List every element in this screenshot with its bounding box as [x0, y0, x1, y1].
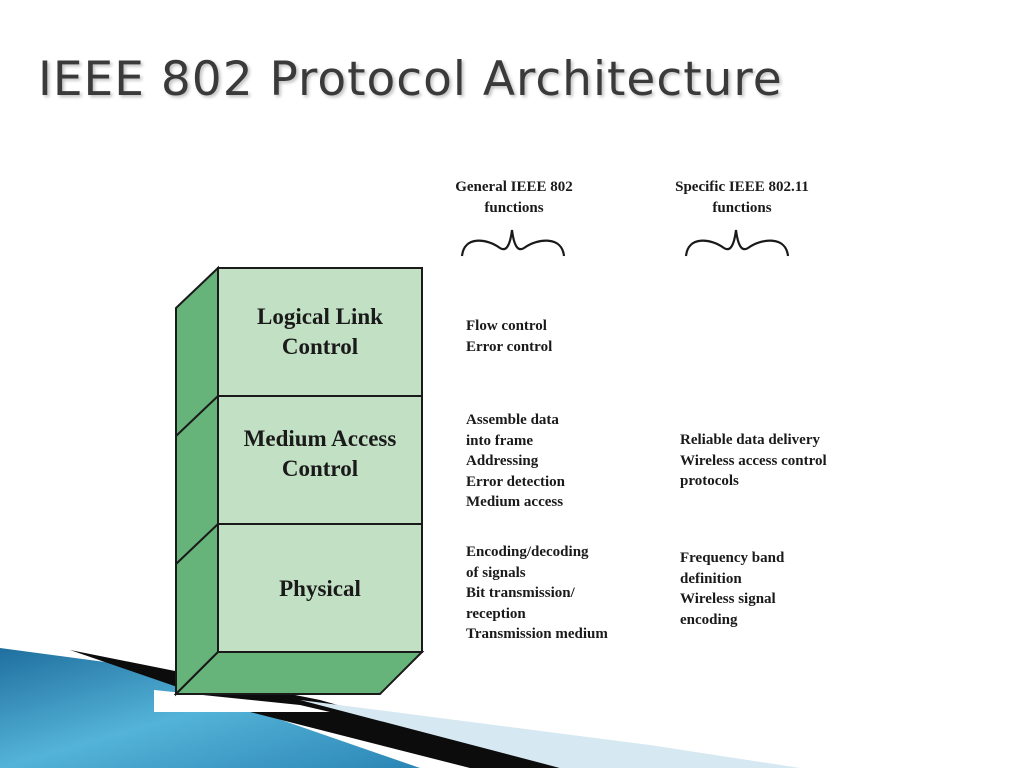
layer-mac-label: Medium Access Control — [218, 424, 422, 484]
layer-mac-label-line-2: Control — [281, 456, 359, 481]
layer-physical-label: Physical — [218, 574, 422, 604]
function-item: Transmission medium — [466, 626, 608, 643]
function-item: definition — [680, 570, 742, 587]
function-item: Addressing — [466, 453, 539, 470]
physical-specific-functions: Frequency band definition Wireless signa… — [680, 548, 784, 630]
slide-title: IEEE 802 Protocol Architecture — [38, 52, 783, 107]
layer-mac-label-line-1: Medium Access — [243, 426, 397, 451]
layer-llc-label-line-1: Logical Link — [257, 304, 383, 329]
specific-functions-header: Specific IEEE 802.11 functions — [662, 177, 822, 219]
layer-llc-label-line-2: Control — [281, 334, 359, 359]
function-item: Encoding/decoding — [466, 544, 589, 560]
specific-header-line-2: functions — [712, 200, 772, 216]
function-item: Medium access — [466, 494, 564, 511]
layer-physical-label-line-1: Physical — [279, 576, 361, 601]
function-item: Error control — [466, 338, 553, 355]
function-item: into frame — [466, 432, 534, 449]
side-divider-2 — [175, 523, 219, 565]
curly-brace-icon — [460, 229, 566, 257]
curly-brace-icon — [684, 229, 790, 257]
function-item: Frequency band — [680, 550, 785, 566]
white-panel-edge — [154, 690, 330, 712]
function-item: reception — [466, 605, 526, 622]
general-header-line-1: General IEEE 802 — [455, 179, 573, 195]
function-item: of signals — [466, 564, 526, 581]
function-item: Flow control — [466, 318, 547, 334]
layer-mac-box — [217, 395, 423, 525]
layer-physical-box — [217, 523, 423, 653]
general-functions-header: General IEEE 802 functions — [444, 177, 584, 219]
light-swoosh — [300, 700, 800, 768]
function-item: encoding — [680, 611, 738, 628]
function-item: protocols — [680, 473, 739, 490]
specific-header-line-1: Specific IEEE 802.11 — [675, 179, 809, 195]
physical-general-functions: Encoding/decoding of signals Bit transmi… — [466, 542, 608, 645]
layer-llc-label: Logical Link Control — [218, 302, 422, 362]
stack-left-side — [175, 265, 219, 697]
function-item: Bit transmission/ — [466, 585, 575, 602]
function-item: Wireless signal — [680, 591, 776, 608]
function-item: Wireless access control — [680, 452, 827, 469]
mac-general-functions: Assemble data into frame Addressing Erro… — [466, 410, 565, 513]
layer-llc-box — [217, 267, 423, 397]
general-header-line-2: functions — [484, 200, 544, 216]
function-item: Reliable data delivery — [680, 432, 820, 448]
llc-general-functions: Flow control Error control — [466, 316, 552, 357]
stack-bottom-face — [173, 651, 425, 695]
side-divider-1 — [175, 395, 219, 437]
mac-specific-functions: Reliable data delivery Wireless access c… — [680, 430, 827, 492]
function-item: Error detection — [466, 473, 566, 490]
function-item: Assemble data — [466, 412, 559, 428]
